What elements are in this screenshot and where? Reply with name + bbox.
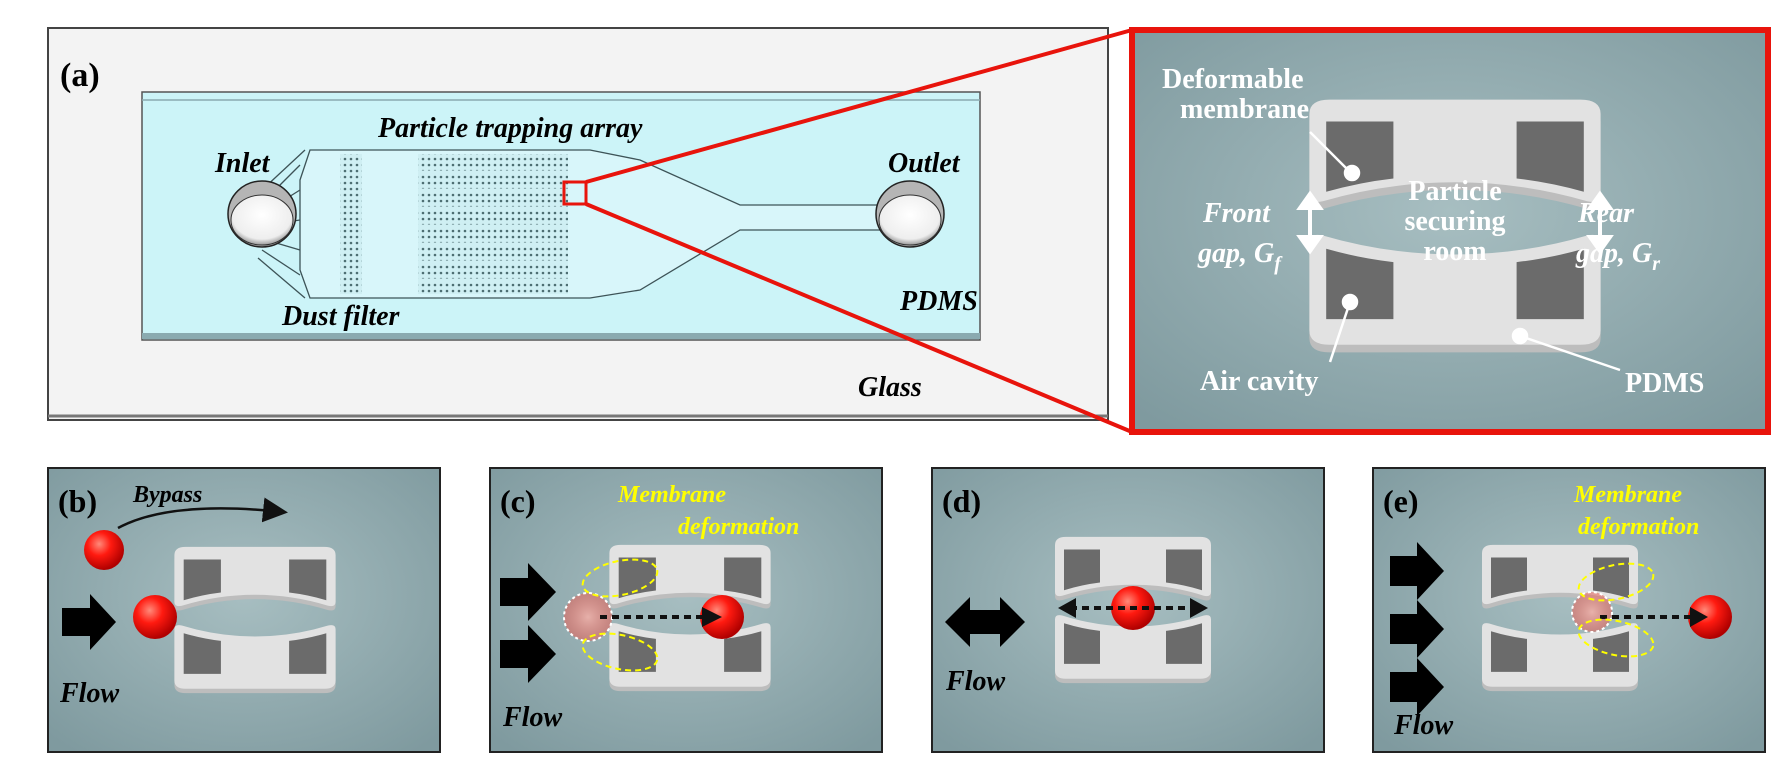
- flow-label-b: Flow: [59, 678, 119, 709]
- membrane-label-e-2: deformation: [1578, 514, 1699, 540]
- flow-arrow-e-1: [1390, 542, 1444, 600]
- zoom-line-bottom: [585, 202, 1133, 434]
- flow-arrow-2: [500, 625, 556, 683]
- membrane-label-c-2: deformation: [678, 514, 799, 540]
- initial-particle-ghost-e: [1571, 591, 1613, 633]
- pdms-label: PDMS: [899, 286, 978, 317]
- flow-arrow-e-2: [1390, 600, 1444, 658]
- zoom-annotations: [1309, 131, 1621, 372]
- rear-gap-arrow: [1586, 190, 1614, 255]
- room-label-1: Particle: [1408, 176, 1501, 207]
- panel-e: (e) Membrane deformation Flow: [1372, 467, 1766, 753]
- outlet-port: [875, 180, 945, 248]
- front-gap-label-2: gap, Gf: [1197, 238, 1283, 275]
- panel-c-tag: (c): [500, 483, 536, 519]
- zoom-line-top: [585, 28, 1133, 184]
- bypass-label: Bypass: [132, 482, 202, 508]
- front-gap-label-1: Front: [1202, 198, 1271, 229]
- panel-a: (a) Inlet Outlet Particle trapping array…: [47, 27, 1133, 434]
- membrane-deformation-top-e: [1577, 562, 1655, 602]
- front-gap-arrow: [1296, 190, 1324, 255]
- pdms-zoom-label: PDMS: [1625, 368, 1704, 399]
- room-label-3: room: [1423, 236, 1486, 267]
- zoom-indicator-box: [562, 180, 588, 206]
- membrane-label-c-1: Membrane: [617, 482, 726, 508]
- membrane-label-1: Deformable: [1162, 64, 1304, 95]
- glass-label: Glass: [858, 372, 922, 403]
- inlet-port: [227, 180, 297, 248]
- flow-label-c: Flow: [502, 702, 562, 733]
- flow-arrow: [62, 594, 116, 650]
- escaped-particle: [1688, 595, 1732, 639]
- panel-b-tag: (b): [58, 483, 97, 519]
- membrane-deformation-top: [581, 558, 659, 598]
- membrane-label-e-1: Membrane: [1573, 482, 1682, 508]
- air-cavity-label: Air cavity: [1200, 366, 1318, 397]
- rear-gap-label-1: Rear: [1577, 198, 1635, 229]
- panel-c: (c) Membrane deformation Flow: [489, 467, 883, 753]
- rear-gap-label-2: gap, Gr: [1575, 238, 1660, 275]
- panel-d-tag: (d): [942, 483, 981, 519]
- trapping-array: [418, 154, 568, 294]
- dust-filter-label: Dust filter: [281, 301, 401, 332]
- panel-b: (b) Bypass Flow: [47, 467, 441, 753]
- flow-arrow-e-3: [1390, 658, 1444, 716]
- panel-a-tag: (a): [60, 57, 100, 94]
- flow-arrow-1: [500, 563, 556, 621]
- panel-d: (d) Flow: [931, 467, 1325, 753]
- bidirectional-flow-arrow: [945, 597, 1025, 647]
- bypass-arrow: [117, 497, 288, 530]
- outlet-label: Outlet: [888, 148, 961, 179]
- room-label-2: securing: [1404, 206, 1505, 237]
- array-label: Particle trapping array: [377, 113, 643, 144]
- inlet-label: Inlet: [214, 148, 271, 179]
- membrane-deformation-bottom: [581, 632, 659, 672]
- membrane-label-2: membrane: [1180, 94, 1309, 125]
- membrane-deformation-bottom-e: [1577, 618, 1655, 658]
- panel-e-tag: (e): [1383, 483, 1419, 519]
- flow-label-e: Flow: [1393, 710, 1453, 741]
- dust-filter: [340, 154, 362, 294]
- trapped-particle: [133, 595, 177, 639]
- zoom-panel: Deformable membrane Particle securing ro…: [1129, 27, 1771, 435]
- flow-label-d: Flow: [945, 666, 1005, 697]
- bypassing-particle: [84, 530, 124, 570]
